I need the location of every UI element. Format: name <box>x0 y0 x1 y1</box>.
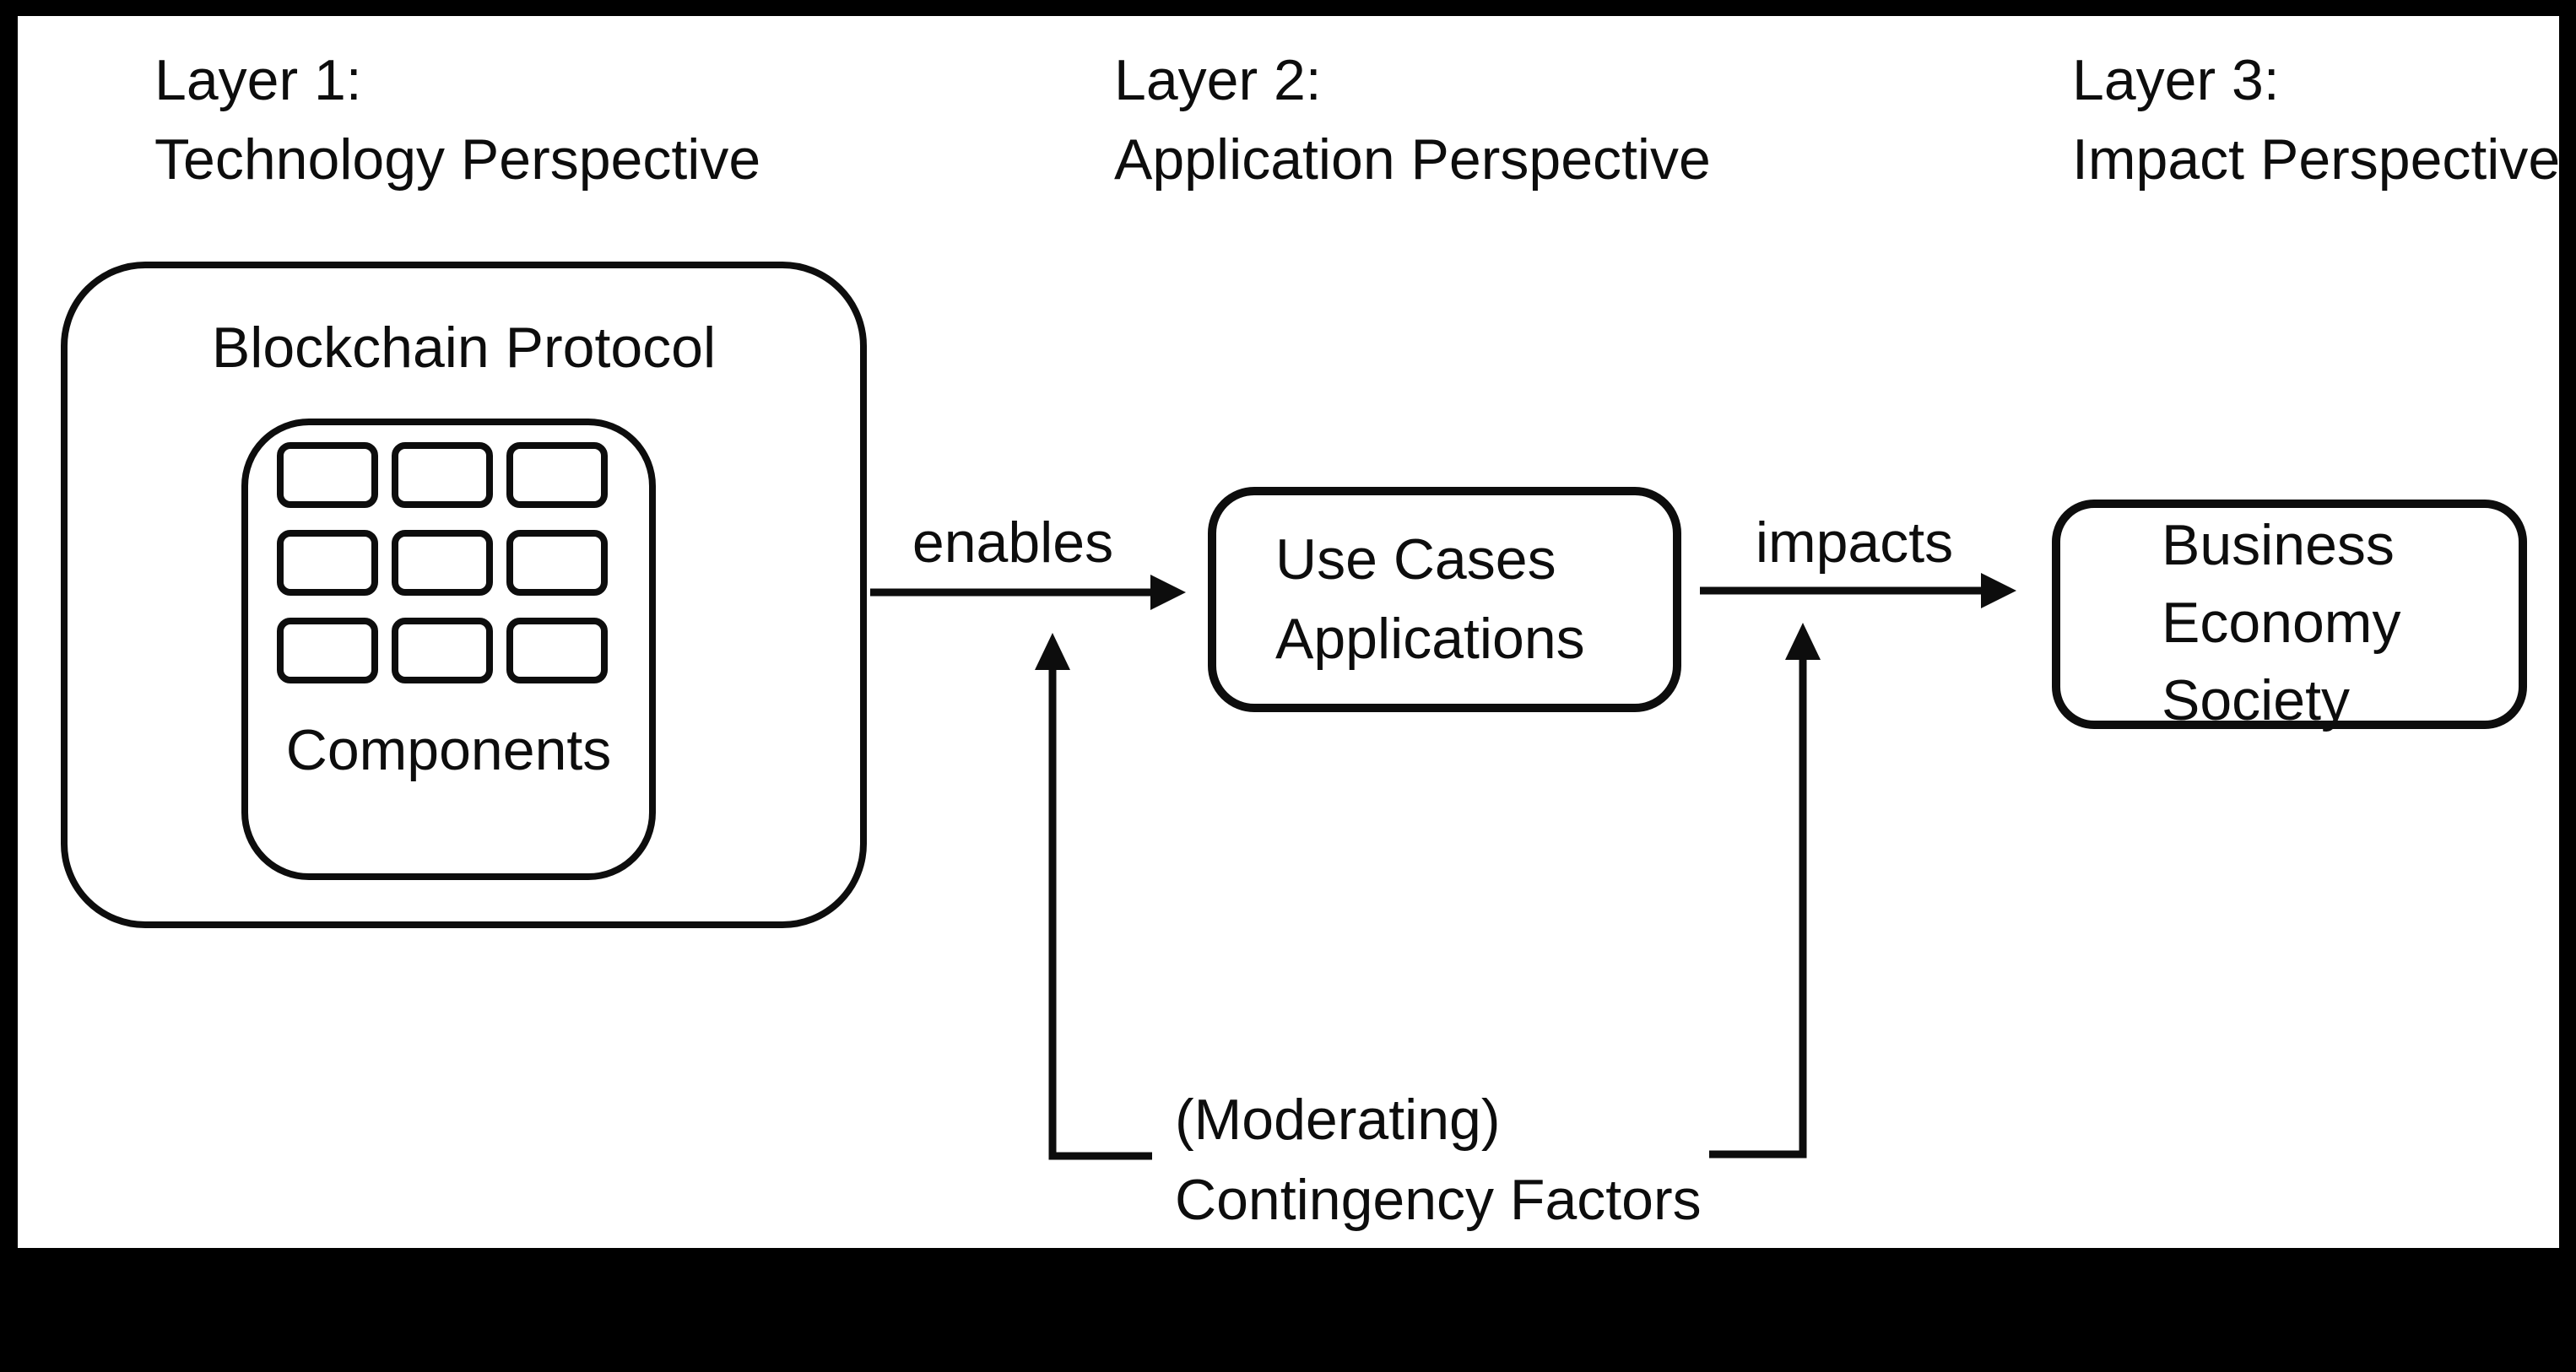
use-cases-text: Use Cases Applications <box>1275 520 1585 678</box>
components-grid <box>277 442 608 683</box>
frame-right <box>2559 0 2576 1372</box>
layer3-header-line2: Impact Perspective <box>2072 127 2561 192</box>
impact-line1: Business <box>2162 513 2395 577</box>
layer1-header-line2: Technology Perspective <box>154 127 761 192</box>
impacts-label: impacts <box>1755 510 1954 575</box>
layer2-header: Layer 2: Application Perspective <box>1114 41 1711 199</box>
frame-left <box>0 0 18 1372</box>
layer1-header-line1: Layer 1: <box>154 48 362 112</box>
component-cell <box>392 442 493 508</box>
impact-box: Business Economy Society <box>2052 500 2527 732</box>
layer1-header: Layer 1: Technology Perspective <box>154 41 760 199</box>
use-cases-line1: Use Cases <box>1275 527 1556 591</box>
component-cell <box>392 530 493 596</box>
blockchain-protocol-box: Blockchain Protocol Components <box>61 262 867 928</box>
component-cell <box>277 442 378 508</box>
use-cases-box: Use Cases Applications <box>1208 487 1681 712</box>
impact-text: Business Economy Society <box>2162 506 2400 739</box>
layer2-header-line1: Layer 2: <box>1114 48 1322 112</box>
component-cell <box>506 442 608 508</box>
layer3-header-line1: Layer 3: <box>2072 48 2280 112</box>
components-box: Components <box>241 419 656 880</box>
frame-bottom <box>0 1248 2576 1372</box>
layer3-header: Layer 3: Impact Perspective <box>2072 41 2560 199</box>
component-cell <box>506 530 608 596</box>
components-label: Components <box>285 718 612 782</box>
layer2-header-line2: Application Perspective <box>1114 127 1711 192</box>
impact-line3: Society <box>2162 668 2350 732</box>
moderating-label: (Moderating) Contingency Factors <box>1175 1080 1702 1240</box>
moderating-line1: (Moderating) <box>1175 1088 1501 1152</box>
frame-top <box>0 0 2576 16</box>
component-cell <box>277 618 378 683</box>
blockchain-protocol-title: Blockchain Protocol <box>211 316 717 380</box>
use-cases-line2: Applications <box>1275 607 1585 671</box>
enables-label: enables <box>912 510 1114 575</box>
component-cell <box>392 618 493 683</box>
impact-line2: Economy <box>2162 591 2401 655</box>
moderating-line2: Contingency Factors <box>1175 1168 1702 1232</box>
component-cell <box>506 618 608 683</box>
component-cell <box>277 530 378 596</box>
